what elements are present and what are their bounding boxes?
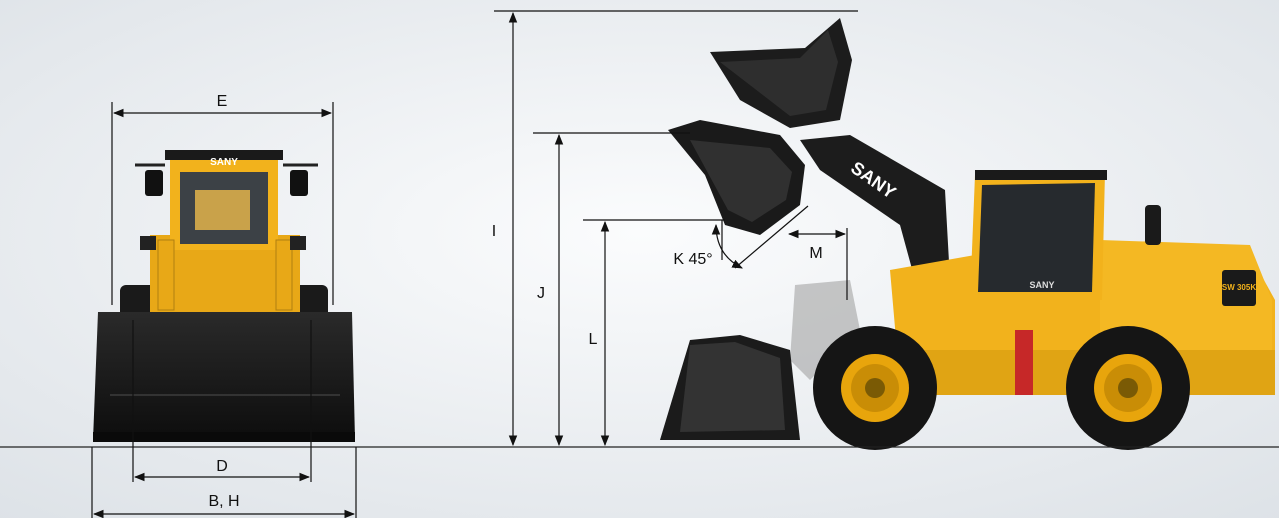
rear-wheel — [1066, 326, 1190, 450]
dimension-label-e: E — [217, 93, 228, 110]
front-brand-text: SANY — [210, 157, 238, 168]
dimension-d: D — [132, 320, 312, 482]
model-badge-text: SW 305K — [1222, 283, 1256, 292]
dimension-k: K 45° — [673, 205, 809, 269]
dimension-bh: B, H — [91, 447, 357, 518]
dimension-m: M — [787, 228, 848, 300]
dimension-label-m: M — [809, 245, 822, 262]
dimension-label-k: K 45° — [673, 251, 712, 268]
dimension-e: E — [111, 93, 334, 305]
dimension-label-l: L — [589, 331, 598, 348]
dimension-label-i: I — [492, 223, 496, 240]
cab-brand-text: SANY — [1029, 280, 1054, 290]
dimension-label-bh: B, H — [208, 493, 239, 510]
front-wheel — [813, 326, 937, 450]
dimension-l: L — [583, 219, 725, 447]
front-view-loader: SANY — [93, 150, 355, 442]
dimension-label-d: D — [216, 458, 228, 475]
side-view-loader: SANY SANY SW 305K — [660, 18, 1275, 450]
dimension-label-j: J — [537, 285, 545, 302]
dimension-j: J — [533, 132, 690, 447]
dimension-i: I — [492, 10, 858, 447]
